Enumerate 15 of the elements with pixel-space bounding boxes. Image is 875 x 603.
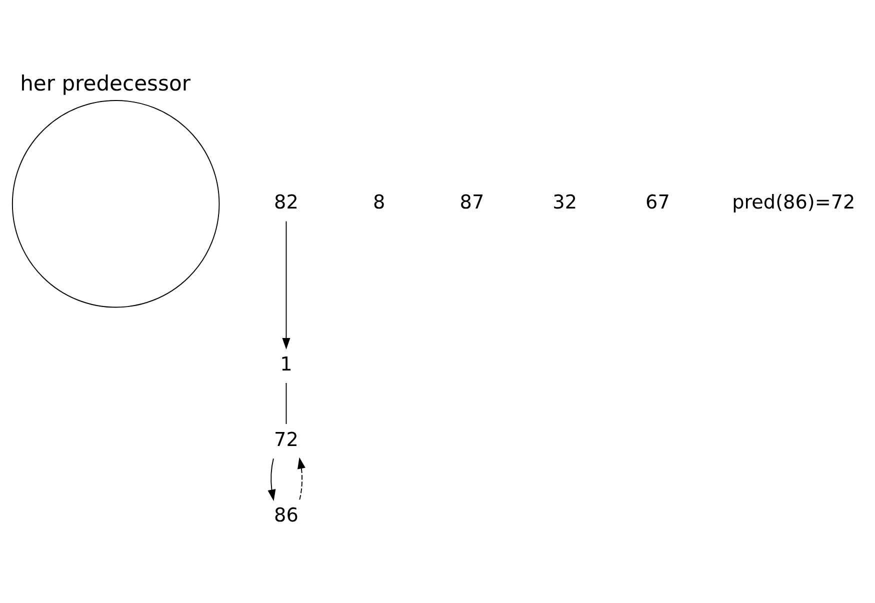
connector [286,382,287,424]
diagram-title: her predecessor [20,70,190,96]
node-text: 86 [274,503,298,526]
arrow [282,220,290,349]
node-text: 8 [373,190,386,214]
node-text: 1 [280,352,292,375]
node-text: 67 [646,190,670,214]
node-text: 32 [552,190,578,214]
arrow [298,456,306,500]
label: pred(86)=72 [732,190,856,214]
node-circle [12,99,220,308]
node-text: 87 [460,190,484,214]
arrow [268,458,276,501]
node-text: 82 [274,190,298,214]
node-text: 72 [274,428,298,451]
